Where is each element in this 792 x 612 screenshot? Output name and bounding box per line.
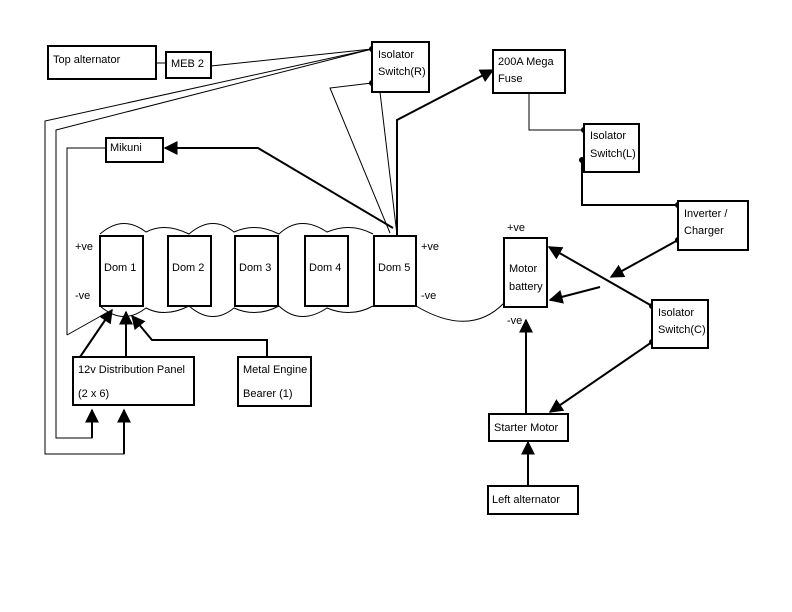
bearer-line2: Bearer (1) xyxy=(243,388,293,400)
inverter-charger-box: Inverter / Charger xyxy=(677,200,749,251)
wire-panel-dom1-a xyxy=(79,308,113,358)
wires xyxy=(44,48,679,486)
dom-1: Dom 1 xyxy=(99,235,144,307)
dom-1-label: Dom 1 xyxy=(104,262,136,274)
dom1-pos-label: +ve xyxy=(75,241,93,253)
wire-bearer-dom1 xyxy=(131,314,268,357)
starter-motor-box: Starter Motor xyxy=(488,413,569,442)
starter-motor-label: Starter Motor xyxy=(494,422,559,434)
isolator-c-line2: Switch(C) xyxy=(658,324,706,336)
isolator-switch-r: Isolator Switch(R) xyxy=(371,41,430,93)
meb2-box: MEB 2 xyxy=(165,51,212,79)
wire-dom5-isolator-r-2 xyxy=(329,82,391,234)
dom1-neg-label: -ve xyxy=(75,290,90,302)
wire-mikuni-ground xyxy=(66,147,108,335)
motor-battery-box: Motor battery xyxy=(503,237,548,308)
isolator-l-line1: Isolator xyxy=(590,130,626,142)
wire-fuse-isolator-l xyxy=(528,92,584,131)
isolator-r-line1: Isolator xyxy=(378,49,414,61)
battery-neg-label: -ve xyxy=(507,315,522,327)
dom5-neg-label: -ve xyxy=(421,290,436,302)
wire-meb2-isolator-r xyxy=(210,48,373,67)
bearer-line1: Metal Engine xyxy=(243,364,307,376)
isolator-switch-l: Isolator Switch(L) xyxy=(583,123,640,173)
wire-inverter-battery xyxy=(609,239,679,278)
mega-fuse-box: 200A Mega Fuse xyxy=(492,49,566,94)
wire-dom5-mikuni xyxy=(163,141,394,229)
dom5-pos-label: +ve xyxy=(421,241,439,253)
distribution-panel-line2: (2 x 6) xyxy=(78,388,109,400)
mikuni-box: Mikuni xyxy=(105,137,164,163)
motor-battery-line2: battery xyxy=(509,281,543,293)
inverter-line2: Charger xyxy=(684,225,724,237)
metal-engine-bearer-box: Metal Engine Bearer (1) xyxy=(237,356,312,407)
top-alternator-label: Top alternator xyxy=(53,54,121,66)
top-alternator: Top alternator xyxy=(47,45,157,80)
dom-3-label: Dom 3 xyxy=(239,262,271,274)
dom-batteries: Dom 1 Dom 2 Dom 3 Dom 4 Dom 5 xyxy=(99,235,417,307)
isolator-l-line2: Switch(L) xyxy=(590,148,636,160)
isolator-c-line1: Isolator xyxy=(658,307,694,319)
battery-pos-label: +ve xyxy=(507,222,525,234)
mega-fuse-line2: Fuse xyxy=(498,73,522,85)
wire-dom-chain-bottom xyxy=(99,305,374,317)
meb2-label: MEB 2 xyxy=(171,58,204,70)
dom-3: Dom 3 xyxy=(234,235,279,307)
wire-isolator-l-inverter xyxy=(581,160,678,206)
dom-2-label: Dom 2 xyxy=(172,262,204,274)
dom-5: Dom 5 xyxy=(373,235,417,307)
wire-dom5-battery-neg xyxy=(415,302,505,322)
wire-inverter-battery-2 xyxy=(548,286,601,304)
isolator-r-line2: Switch(R) xyxy=(378,66,426,78)
wire-dom-chain-top xyxy=(99,223,374,235)
dom-2: Dom 2 xyxy=(167,235,212,307)
left-alternator-label: Left alternator xyxy=(492,494,560,506)
dom-4-label: Dom 4 xyxy=(309,262,341,274)
isolator-switch-c: Isolator Switch(C) xyxy=(651,299,709,349)
terminal-labels: +ve -ve +ve -ve +ve -ve xyxy=(75,222,525,327)
mega-fuse-line1: 200A Mega xyxy=(498,56,555,68)
wire-dom5-mega-fuse xyxy=(396,69,495,235)
dom-4: Dom 4 xyxy=(304,235,349,307)
wire-isolator-c-starter xyxy=(548,341,653,413)
motor-battery-line1: Motor xyxy=(509,263,537,275)
distribution-panel-line1: 12v Distribution Panel xyxy=(78,364,185,376)
mikuni-label: Mikuni xyxy=(110,142,142,154)
dom-5-label: Dom 5 xyxy=(378,262,410,274)
left-alternator-box: Left alternator xyxy=(487,485,579,515)
inverter-line1: Inverter / xyxy=(684,208,728,220)
wire-isolator-c-battery xyxy=(547,246,653,307)
distribution-panel-box: 12v Distribution Panel (2 x 6) xyxy=(72,356,195,406)
